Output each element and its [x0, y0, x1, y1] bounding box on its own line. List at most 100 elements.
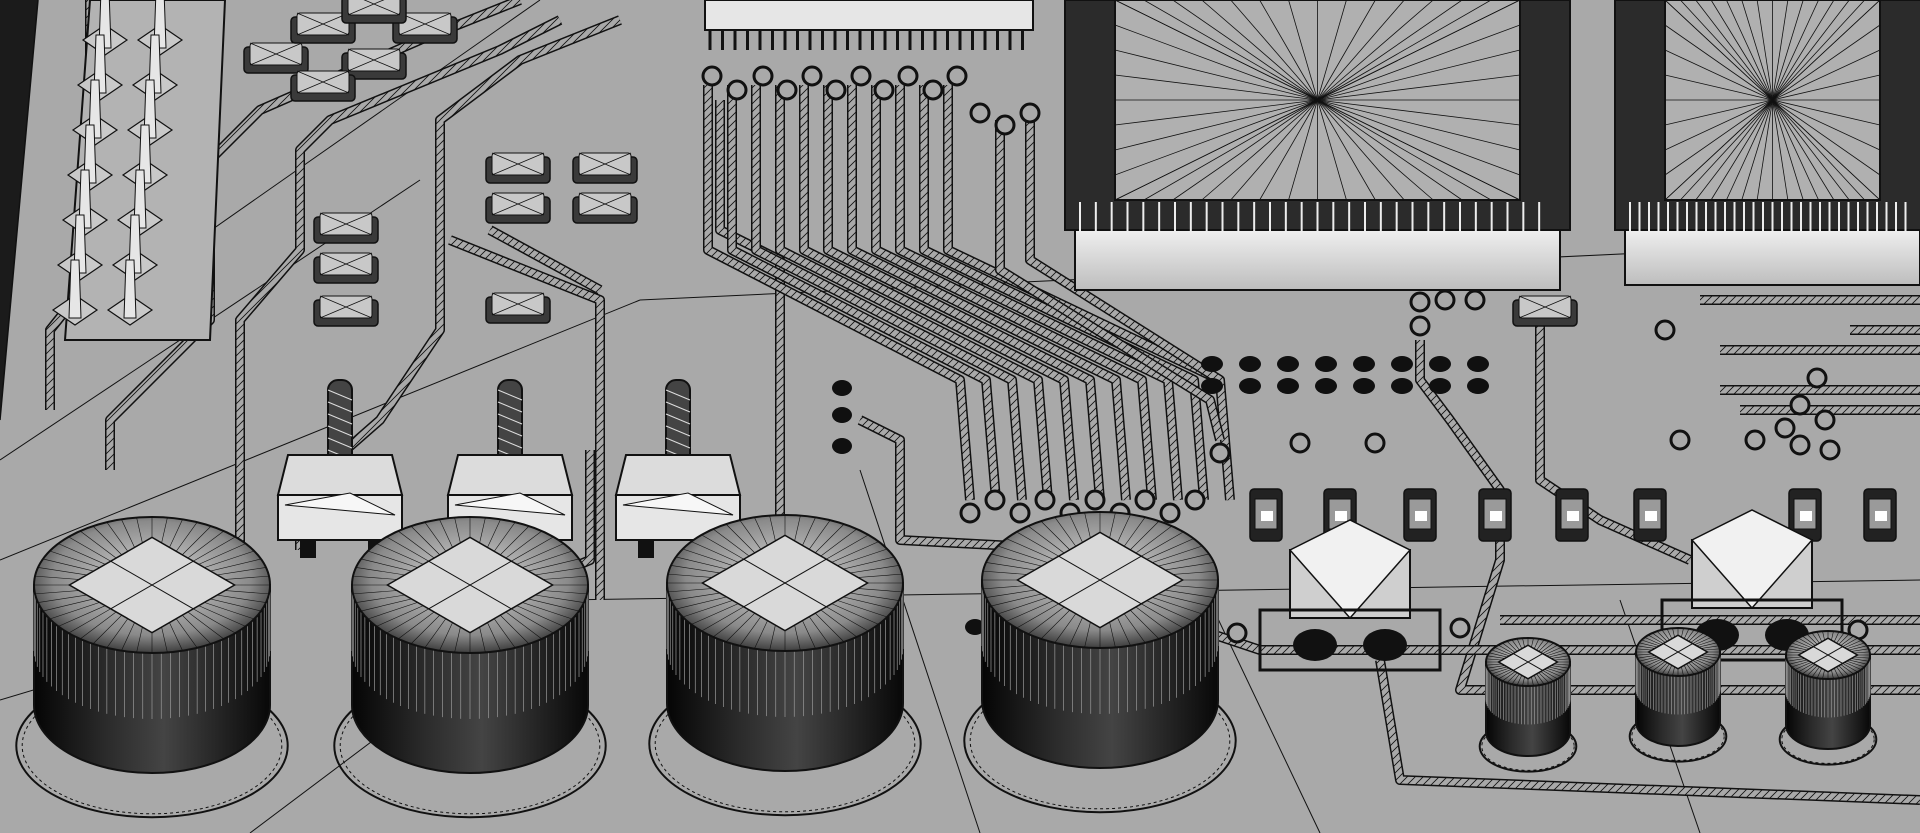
- via-ring: [1744, 429, 1766, 451]
- trace: [236, 16, 562, 630]
- via-ring: [1209, 442, 1231, 464]
- solder-pad: [965, 619, 985, 635]
- trace: [776, 85, 1052, 501]
- via-group: [701, 65, 1869, 644]
- solder-pad: [1277, 356, 1299, 372]
- via-ring: [701, 65, 723, 87]
- via-ring: [873, 79, 895, 101]
- via-ring: [726, 79, 748, 101]
- package-pad: [1293, 629, 1337, 661]
- via-ring: [1009, 502, 1031, 524]
- header-pin: [133, 169, 147, 229]
- solder-pad: [1353, 356, 1375, 372]
- pot-body-top: [446, 454, 574, 496]
- via-ring: [1669, 429, 1691, 451]
- solder-pad: [1467, 378, 1489, 394]
- solder-pad: [1239, 378, 1261, 394]
- via-ring: [922, 79, 944, 101]
- top-connector: [704, 0, 1034, 31]
- trace: [800, 85, 1078, 501]
- via-ring: [1819, 439, 1841, 461]
- solder-pad: [832, 438, 852, 454]
- via-ring: [1789, 434, 1811, 456]
- via-ring: [1449, 617, 1471, 639]
- solder-pad: [1201, 378, 1223, 394]
- trace: [728, 85, 1000, 501]
- header-pin: [128, 214, 142, 274]
- header-pin: [138, 124, 152, 184]
- via-ring: [1226, 622, 1248, 644]
- via-ring: [1184, 489, 1206, 511]
- via-ring: [1789, 394, 1811, 416]
- solder-pad: [1201, 356, 1223, 372]
- trace: [1376, 659, 1920, 804]
- via-ring: [1289, 432, 1311, 454]
- solder-pad: [832, 380, 852, 396]
- capacitor-group: [15, 511, 1878, 819]
- via-ring: [1159, 502, 1181, 524]
- via-ring: [752, 65, 774, 87]
- solder-pad: [1277, 378, 1299, 394]
- via-ring: [1134, 489, 1156, 511]
- solder-pad: [1391, 378, 1413, 394]
- header-pin: [88, 79, 102, 139]
- header-pin: [73, 214, 87, 274]
- potentiometer-group: [276, 379, 1844, 672]
- trace: [896, 85, 1182, 501]
- via-ring: [1019, 102, 1041, 124]
- pot-body-top: [614, 454, 742, 496]
- header-pin: [68, 259, 82, 319]
- header-pin: [143, 79, 157, 139]
- header-pin: [93, 34, 107, 94]
- trace: [704, 85, 974, 501]
- via-ring: [994, 114, 1016, 136]
- solder-pad: [1315, 356, 1337, 372]
- via-ring: [984, 489, 1006, 511]
- pin-header: [51, 0, 227, 341]
- via-ring: [1409, 315, 1431, 337]
- qfp-chip-1-side: [1074, 229, 1561, 291]
- qfp-chip-group: [704, 0, 1920, 291]
- solder-pad: [1429, 378, 1451, 394]
- header-pin: [148, 34, 162, 94]
- via-ring: [825, 79, 847, 101]
- pot-leg: [638, 540, 654, 558]
- via-ring: [776, 79, 798, 101]
- via-ring: [1034, 489, 1056, 511]
- via-ring: [959, 502, 981, 524]
- qfp-chip-2-side: [1624, 229, 1920, 286]
- solder-pad: [1467, 356, 1489, 372]
- trace: [824, 85, 1104, 501]
- solder-pad: [832, 407, 852, 423]
- trace: [448, 236, 604, 600]
- via-ring: [1084, 489, 1106, 511]
- via-ring: [1774, 417, 1796, 439]
- via-ring: [1409, 291, 1431, 313]
- solder-pad: [1315, 378, 1337, 394]
- solder-pad: [1391, 356, 1413, 372]
- via-ring: [969, 102, 991, 124]
- via-ring: [850, 65, 872, 87]
- trace: [1026, 110, 1222, 383]
- pot-body-top: [276, 454, 404, 496]
- via-ring: [1814, 409, 1836, 431]
- solder-pad: [1429, 356, 1451, 372]
- via-ring: [1364, 432, 1386, 454]
- trace-group: [45, 0, 1920, 805]
- via-ring: [801, 65, 823, 87]
- solder-pad: [1239, 356, 1261, 372]
- trace: [872, 85, 1156, 501]
- via-ring: [1806, 367, 1828, 389]
- via-ring: [1654, 319, 1676, 341]
- pot-leg: [300, 540, 316, 558]
- via-ring: [946, 65, 968, 87]
- solder-pad: [1353, 378, 1375, 394]
- via-ring: [897, 65, 919, 87]
- header-pin: [83, 124, 97, 184]
- trace: [944, 85, 1234, 501]
- via-ring: [1464, 289, 1486, 311]
- trace: [752, 85, 1026, 501]
- via-ring: [1434, 289, 1456, 311]
